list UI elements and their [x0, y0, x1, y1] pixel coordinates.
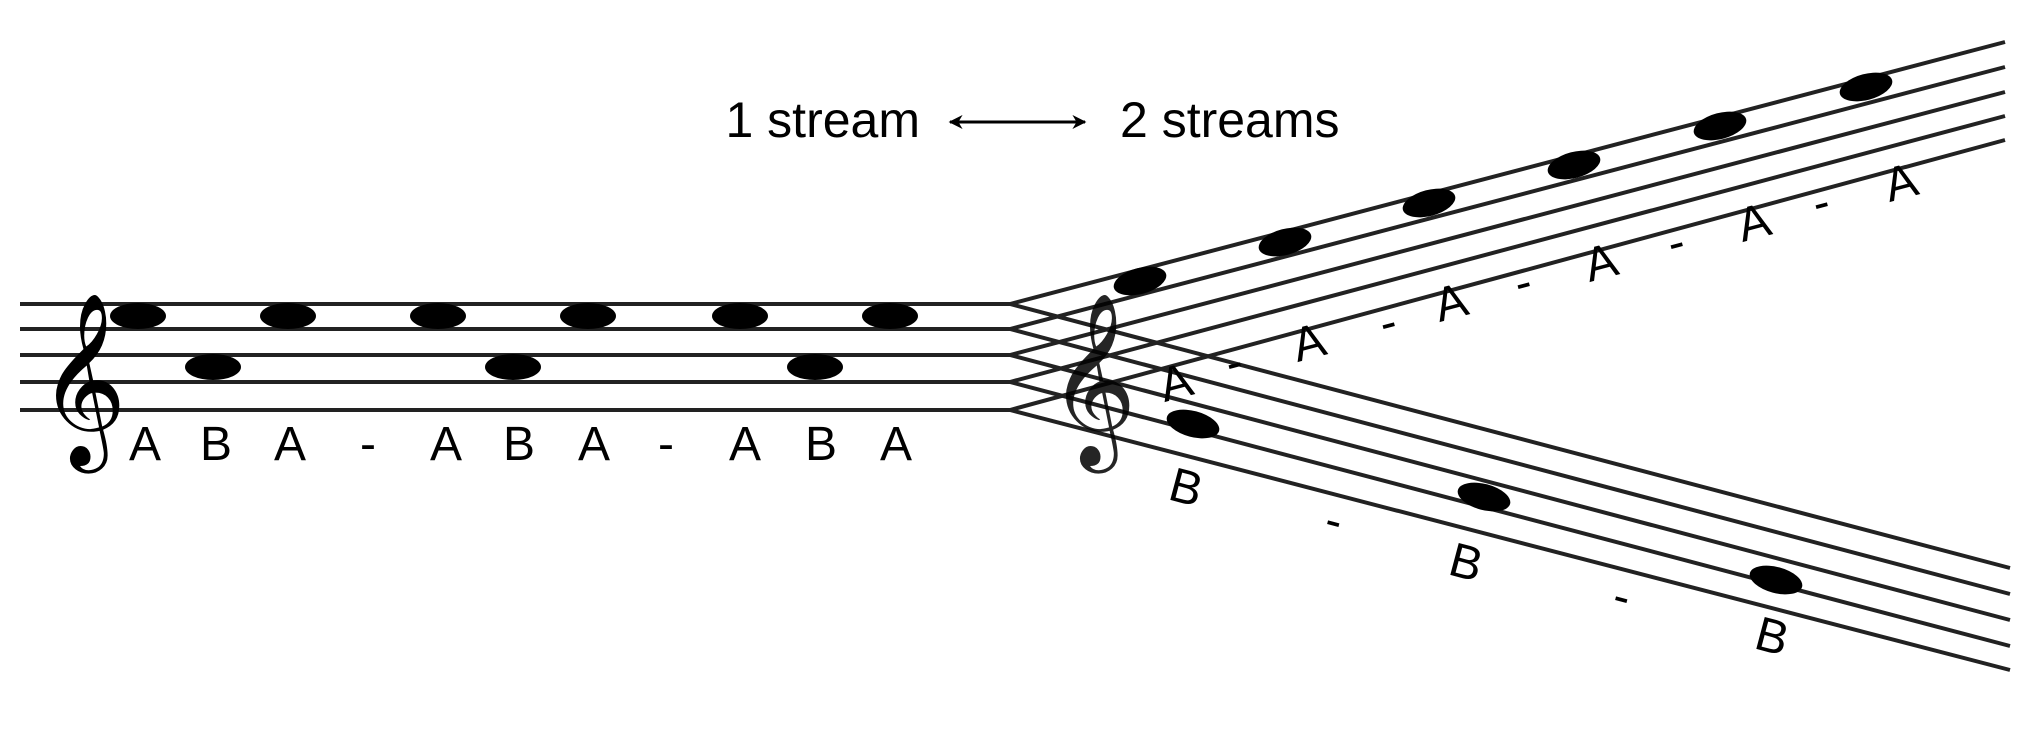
sequence-label: B: [805, 418, 837, 471]
note-head-a: [1693, 111, 1747, 141]
sequence-label: B: [503, 418, 535, 471]
stream-a-label: -: [1807, 175, 1836, 230]
note-head-a: [410, 303, 466, 329]
stream-b-staff: [1009, 302, 2011, 672]
stream-b-label: -: [1319, 493, 1348, 548]
sequence-label: A: [430, 418, 462, 471]
staff-line: [1009, 90, 2006, 357]
staff-line: [1009, 138, 2006, 412]
stream-b-label: B: [1750, 607, 1795, 666]
single-stream-notes: [110, 303, 918, 380]
staff-line: [1009, 380, 2011, 648]
note-head-a: [1547, 150, 1601, 180]
stream-a-label: A: [1429, 273, 1473, 332]
staff-line: [1009, 114, 2006, 384]
note-head-a: [110, 303, 166, 329]
note-head-b: [1749, 565, 1803, 595]
sequence-label: A: [578, 418, 610, 471]
caption-one-stream: 1 stream: [725, 92, 920, 148]
stream-a-label: A: [1579, 233, 1623, 292]
note-head-b: [1166, 409, 1220, 439]
stream-a-staff: [1009, 40, 2006, 412]
staff-line: [1009, 40, 2006, 306]
note-head-a: [260, 303, 316, 329]
stream-b-label: -: [1607, 569, 1636, 624]
stream-b-label: B: [1444, 533, 1489, 592]
stream-a-label: -: [1509, 255, 1538, 310]
note-head-a: [1402, 188, 1456, 218]
staff-line: [1009, 327, 2011, 596]
note-head-b: [185, 354, 241, 380]
caption-two-streams: 2 streams: [1120, 92, 1340, 148]
sequence-label: -: [658, 418, 674, 471]
stream-b-label: B: [1164, 458, 1209, 517]
sequence-label: A: [129, 418, 161, 471]
sequence-label: B: [200, 418, 232, 471]
note-head-a: [560, 303, 616, 329]
sequence-label: A: [274, 418, 306, 471]
stream-b-notes: [1166, 409, 1803, 595]
single-stream-staff: [20, 302, 1010, 412]
stream-a-label: A: [1287, 313, 1331, 372]
treble-clef-icon-right: 𝄞: [1048, 292, 1137, 474]
note-head-a: [862, 303, 918, 329]
sequence-label: A: [729, 418, 761, 471]
treble-clef-icon: 𝄞: [38, 292, 127, 474]
note-head-a: [712, 303, 768, 329]
note-head-b: [485, 354, 541, 380]
note-head-a: [1113, 266, 1167, 296]
note-head-b: [787, 354, 843, 380]
note-head-a: [1839, 72, 1893, 102]
note-head-a: [1258, 227, 1312, 257]
staff-line: [1009, 302, 2011, 570]
stream-a-label: -: [1662, 215, 1691, 270]
note-head-b: [1457, 482, 1511, 512]
stream-a-label: -: [1220, 335, 1249, 390]
staff-line: [1009, 408, 2011, 672]
staff-line: [1009, 353, 2011, 622]
sequence-label: A: [880, 418, 912, 471]
stream-a-notes: [1113, 72, 1893, 296]
staff-line: [1009, 65, 2006, 331]
sequence-label: -: [360, 418, 376, 471]
